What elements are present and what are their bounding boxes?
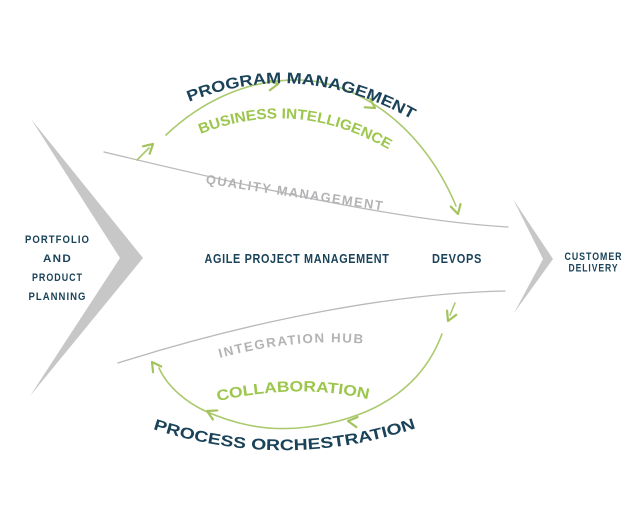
customer-line: CUSTOMER	[565, 251, 623, 263]
left-chevron-arrow-icon	[30, 119, 143, 396]
upper-flow-arc	[165, 79, 457, 207]
portfolio-line: PORTFOLIO	[25, 234, 90, 246]
right-chevron-arrow-icon	[513, 199, 553, 313]
label-business-intelligence: BUSINESS INTELLIGENCE	[196, 106, 394, 153]
lower-flow-arc	[158, 333, 443, 430]
label-process-orchestration: PROCESS ORCHESTRATION	[152, 416, 418, 455]
flow-arrowhead-icon	[141, 142, 155, 155]
label-quality-management-text: QUALITY MANAGEMENT	[205, 172, 384, 214]
label-collaboration: COLLABORATION	[215, 378, 371, 405]
upper-lens-line	[103, 151, 509, 228]
portfolio-planning-label: PORTFOLIO AND PRODUCT PLANNING	[25, 234, 90, 303]
label-business-intelligence-text: BUSINESS INTELLIGENCE	[196, 106, 394, 153]
flow-arrowhead-icon	[346, 416, 359, 429]
flow-arrowhead-icon	[445, 309, 458, 323]
flow-arrowhead-icon	[205, 409, 219, 421]
lower-flow-arc-start	[449, 302, 456, 316]
label-quality-management: QUALITY MANAGEMENT	[205, 172, 385, 214]
flow-arrowhead-icon	[150, 360, 163, 374]
label-integration-hub: INTEGRATION HUB	[217, 330, 365, 361]
label-process-orchestration-text: PROCESS ORCHESTRATION	[152, 416, 418, 455]
label-collaboration-text: COLLABORATION	[215, 378, 371, 405]
upper-flow-arc-start	[136, 147, 150, 161]
and-line: AND	[43, 253, 72, 265]
flow-arrowhead-icon	[267, 79, 280, 92]
flow-arrowhead-icon	[449, 202, 462, 216]
label-agile-project-management: AGILE PROJECT MANAGEMENT	[205, 251, 390, 266]
customer-delivery-label: CUSTOMER DELIVERY	[565, 251, 623, 275]
label-devops: DEVOPS	[432, 251, 482, 266]
flow-arrowhead-icon	[363, 97, 377, 110]
label-integration-hub-text: INTEGRATION HUB	[217, 330, 364, 361]
delivery-line: DELIVERY	[569, 263, 619, 275]
lower-lens-line	[117, 290, 506, 364]
planning-line: PLANNING	[29, 291, 87, 303]
product-line: PRODUCT	[32, 272, 83, 284]
